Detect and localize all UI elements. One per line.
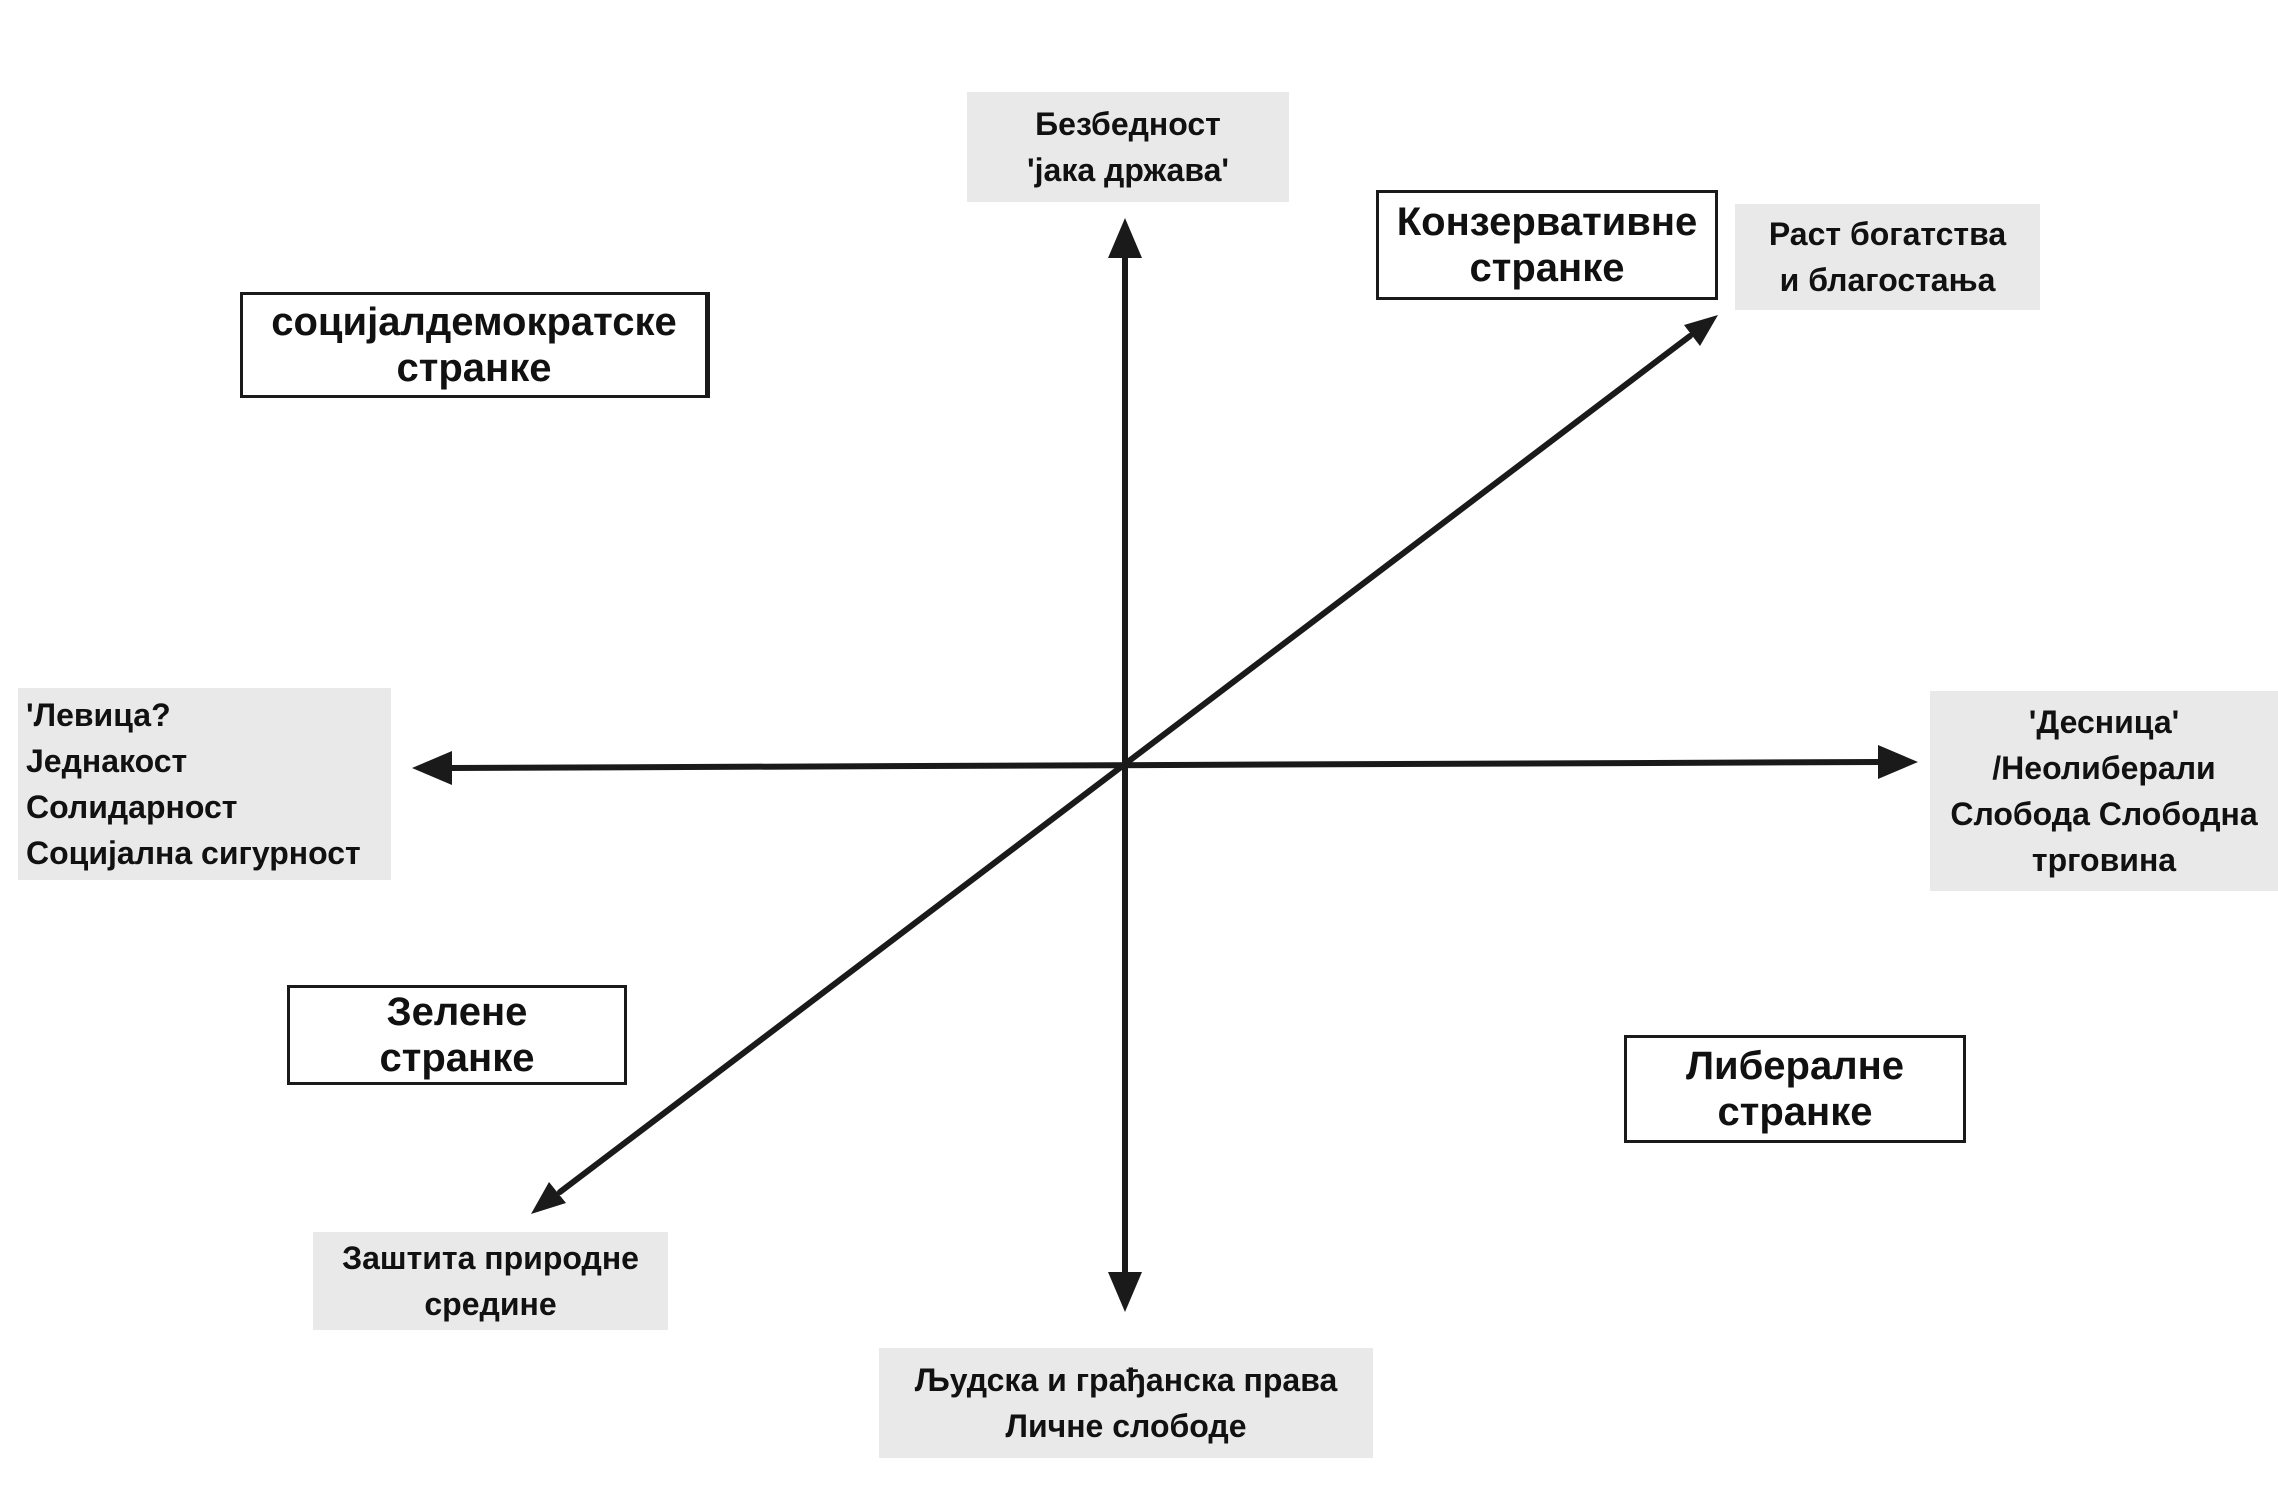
axis-label-left-line-3: Солидарност: [26, 789, 238, 825]
axis-label-left-line-4: Социјална сигурност: [26, 835, 361, 871]
axis-label-right-line-3: Слобода Слободна: [1950, 796, 2258, 832]
axis-label-right-line-2: /Неолиберали: [1992, 750, 2216, 786]
party-liberal-line-1: Либералне: [1685, 1044, 1905, 1088]
axis-label-right: 'Десница' /Неолиберали Слобода Слободна …: [1930, 691, 2278, 891]
axis-label-right-line-1: 'Десница': [2028, 704, 2180, 740]
axis-label-diagonal-down-line-2: средине: [424, 1286, 557, 1322]
party-conservative-line-2: странке: [1469, 246, 1625, 290]
axis-label-down-line-2: Личне слободе: [1005, 1408, 1247, 1444]
party-box-liberal: Либералне странке: [1624, 1035, 1966, 1143]
axis-label-diagonal-up-line-2: и благостања: [1779, 262, 1996, 298]
arrowhead-right-icon: [1878, 745, 1918, 779]
arrowhead-left-icon: [412, 751, 452, 785]
party-social-democratic-line-2: странке: [396, 346, 552, 390]
axis-label-diagonal-up: Раст богатства и благостања: [1735, 204, 2040, 310]
party-social-democratic-line-1: социјалдемократске: [271, 300, 677, 344]
horizontal-axis-line: [447, 759, 1883, 771]
axis-label-left-line-2: Једнакост: [26, 743, 188, 779]
party-conservative-line-1: Конзервативне: [1396, 200, 1698, 244]
arrowhead-up-icon: [1108, 218, 1142, 258]
axis-label-up-line-2: 'јака држава': [1027, 152, 1229, 188]
arrowhead-diagonal-up-icon: [1684, 315, 1718, 346]
party-box-conservative: Конзервативне странке: [1376, 190, 1718, 300]
party-box-social-democratic: социјалдемократске странке: [240, 292, 710, 398]
axis-label-down-line-1: Људска и грађанска права: [914, 1362, 1338, 1398]
axis-label-down: Људска и грађанска права Личне слободе: [879, 1348, 1373, 1458]
axis-label-diagonal-down: Заштита природне средине: [313, 1232, 668, 1330]
axis-label-up-line-1: Безбедност: [1035, 106, 1221, 142]
axis-label-up: Безбедност 'јака држава': [967, 92, 1289, 202]
axis-label-left: 'Левица? Једнакост Солидарност Социјална…: [18, 688, 391, 880]
axis-label-diagonal-down-line-1: Заштита природне: [342, 1240, 639, 1276]
arrowhead-down-icon: [1108, 1272, 1142, 1312]
axis-label-right-line-4: трговина: [2031, 842, 2177, 878]
party-box-green: Зелене странке: [287, 985, 627, 1085]
axis-label-diagonal-up-line-1: Раст богатства: [1768, 216, 2007, 252]
party-green-line-1: Зелене: [386, 990, 528, 1034]
party-liberal-line-2: странке: [1717, 1090, 1873, 1134]
arrowhead-diagonal-down-icon: [531, 1182, 566, 1214]
party-green-line-2: странке: [379, 1036, 535, 1080]
axis-label-left-line-1: 'Левица?: [26, 697, 171, 733]
diagonal-axis-line: [557, 333, 1693, 1195]
